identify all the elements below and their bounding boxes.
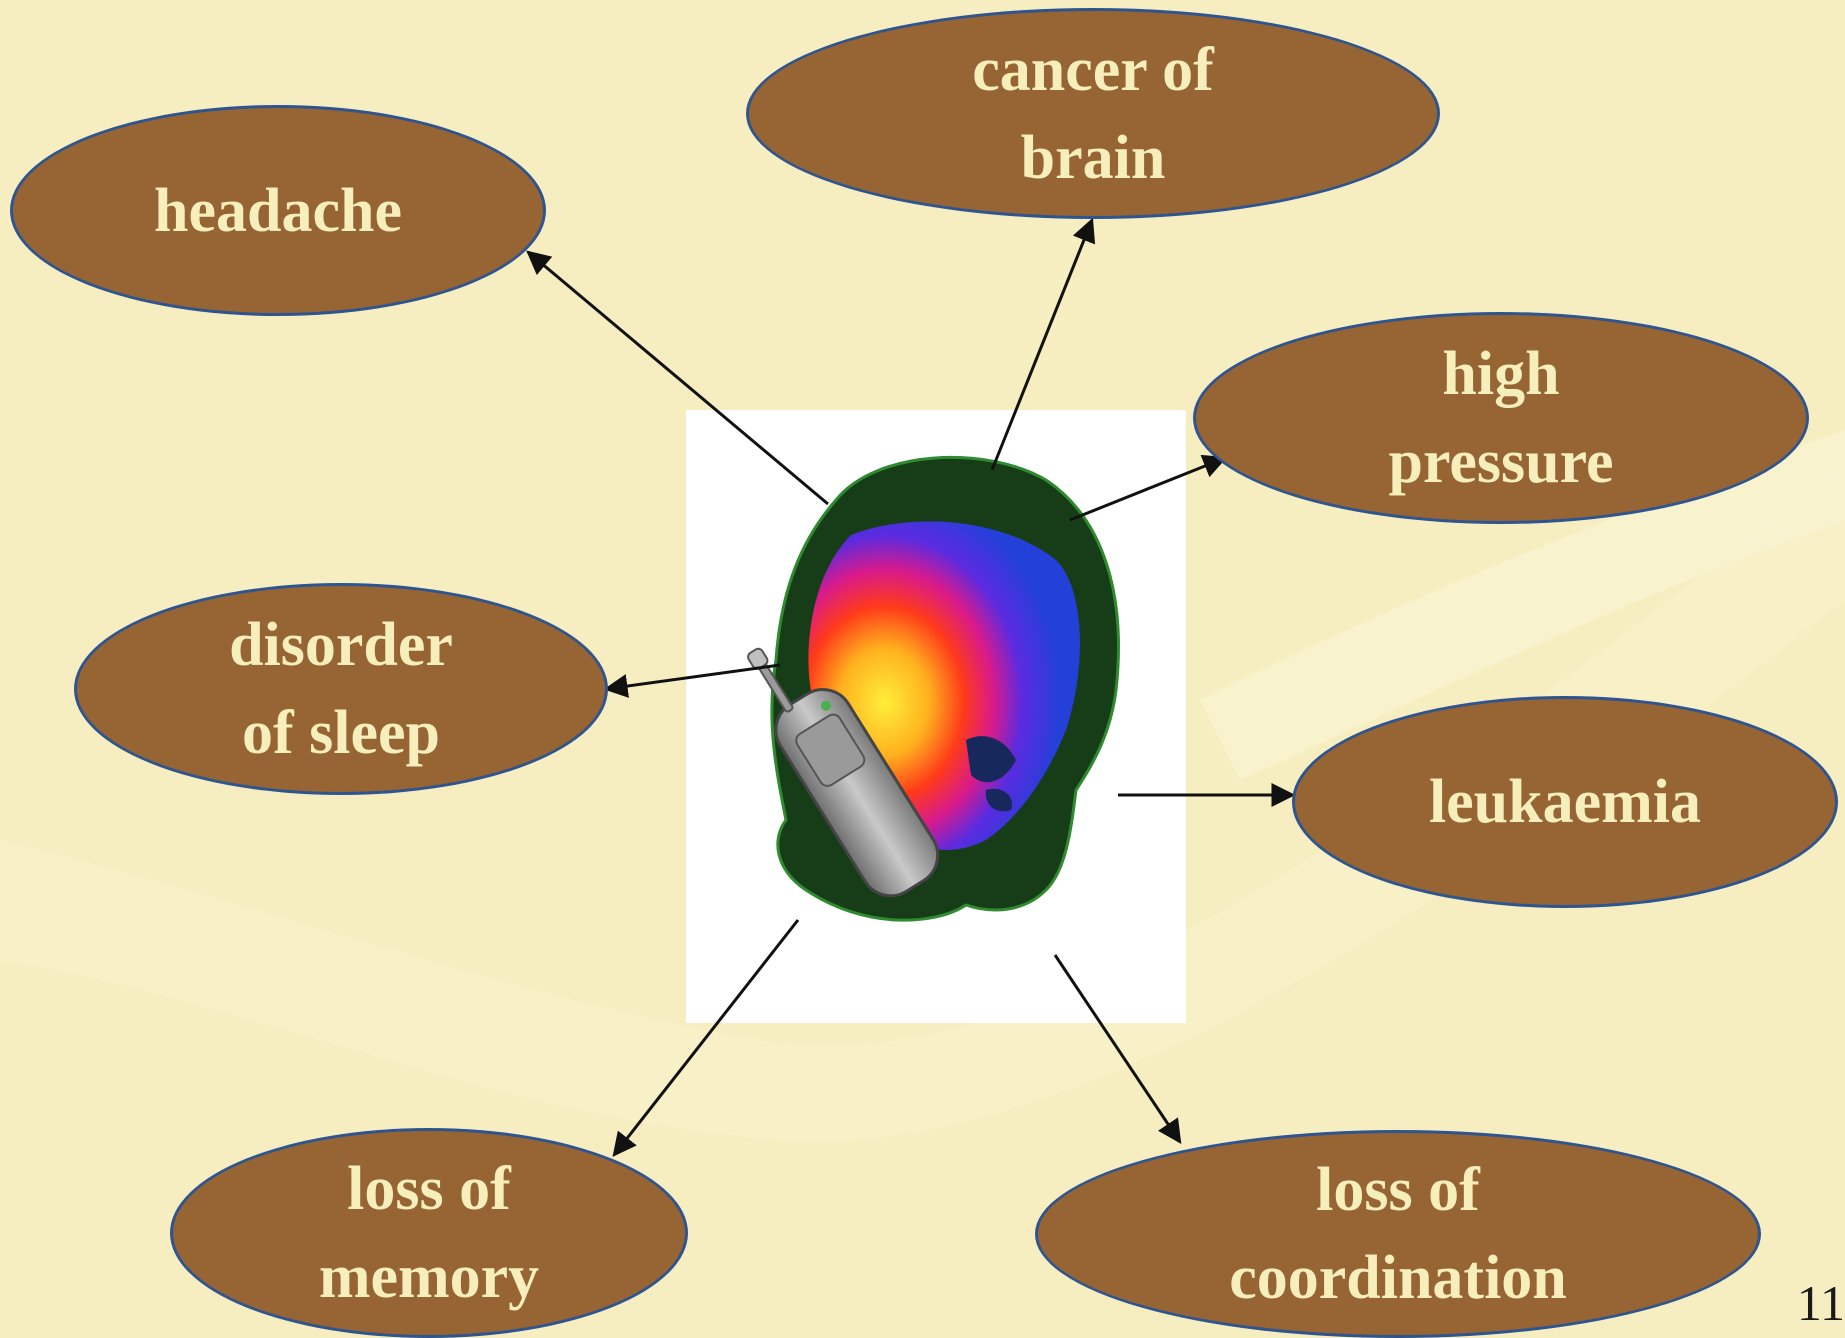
node-high-pressure: high pressure <box>1193 312 1809 524</box>
node-loss-of-coordination: loss of coordination <box>1035 1130 1761 1338</box>
node-cancer-of-brain-label: cancer of brain <box>972 26 1214 202</box>
node-leukaemia: leukaemia <box>1292 696 1838 908</box>
node-high-pressure-label: high pressure <box>1388 330 1613 506</box>
node-headache: headache <box>10 105 546 316</box>
node-loss-of-memory: loss of memory <box>170 1128 688 1338</box>
arrow-to-loss-of-coordination <box>1055 955 1180 1142</box>
arrow-to-high-pressure <box>1070 458 1225 520</box>
arrow-to-cancer-of-brain <box>992 220 1092 470</box>
node-headache-label: headache <box>154 167 402 255</box>
arrow-to-loss-of-memory <box>614 920 798 1155</box>
node-cancer-of-brain: cancer of brain <box>746 8 1440 219</box>
page-number: 11 <box>1797 1274 1845 1332</box>
node-loss-of-memory-label: loss of memory <box>319 1145 539 1321</box>
node-leukaemia-label: leukaemia <box>1429 758 1701 846</box>
node-loss-of-coordination-label: loss of coordination <box>1229 1146 1567 1322</box>
node-disorder-of-sleep-label: disorder of sleep <box>229 601 453 777</box>
node-disorder-of-sleep: disorder of sleep <box>74 583 608 795</box>
arrow-to-headache <box>528 252 828 504</box>
arrow-to-disorder-of-sleep <box>606 665 780 689</box>
